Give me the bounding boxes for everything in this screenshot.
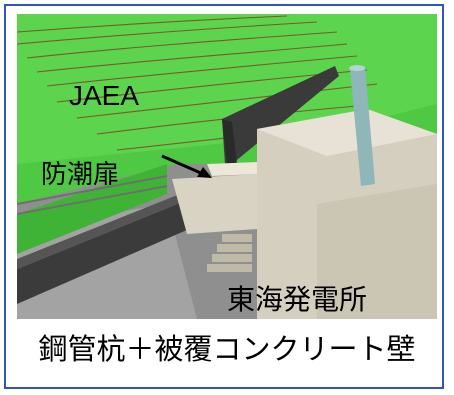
rail-lines [17, 175, 168, 215]
pipe-top [349, 65, 365, 71]
seawall-back [222, 66, 339, 164]
label-tide-gate: 防潮扉 [41, 159, 120, 189]
arrow-icon [161, 154, 212, 178]
slope [17, 164, 167, 254]
pipe [350, 66, 375, 186]
tide-gate-block [172, 174, 257, 234]
scene-3d-render: JAEA 防潮扉 東海発電所 [17, 14, 437, 319]
label-jaea: JAEA [69, 80, 140, 111]
seawall-back-side [222, 119, 237, 164]
building-front [317, 184, 437, 319]
stairs [207, 234, 252, 272]
seawall-front-top [17, 184, 207, 269]
label-power-station: 東海発電所 [227, 284, 368, 315]
figure-caption: 鋼管杭＋被覆コンクリート壁 [38, 334, 416, 366]
tide-gate-top [207, 162, 257, 176]
building-roof [257, 109, 437, 156]
seawall-front [17, 192, 212, 304]
scene-svg [17, 14, 437, 319]
